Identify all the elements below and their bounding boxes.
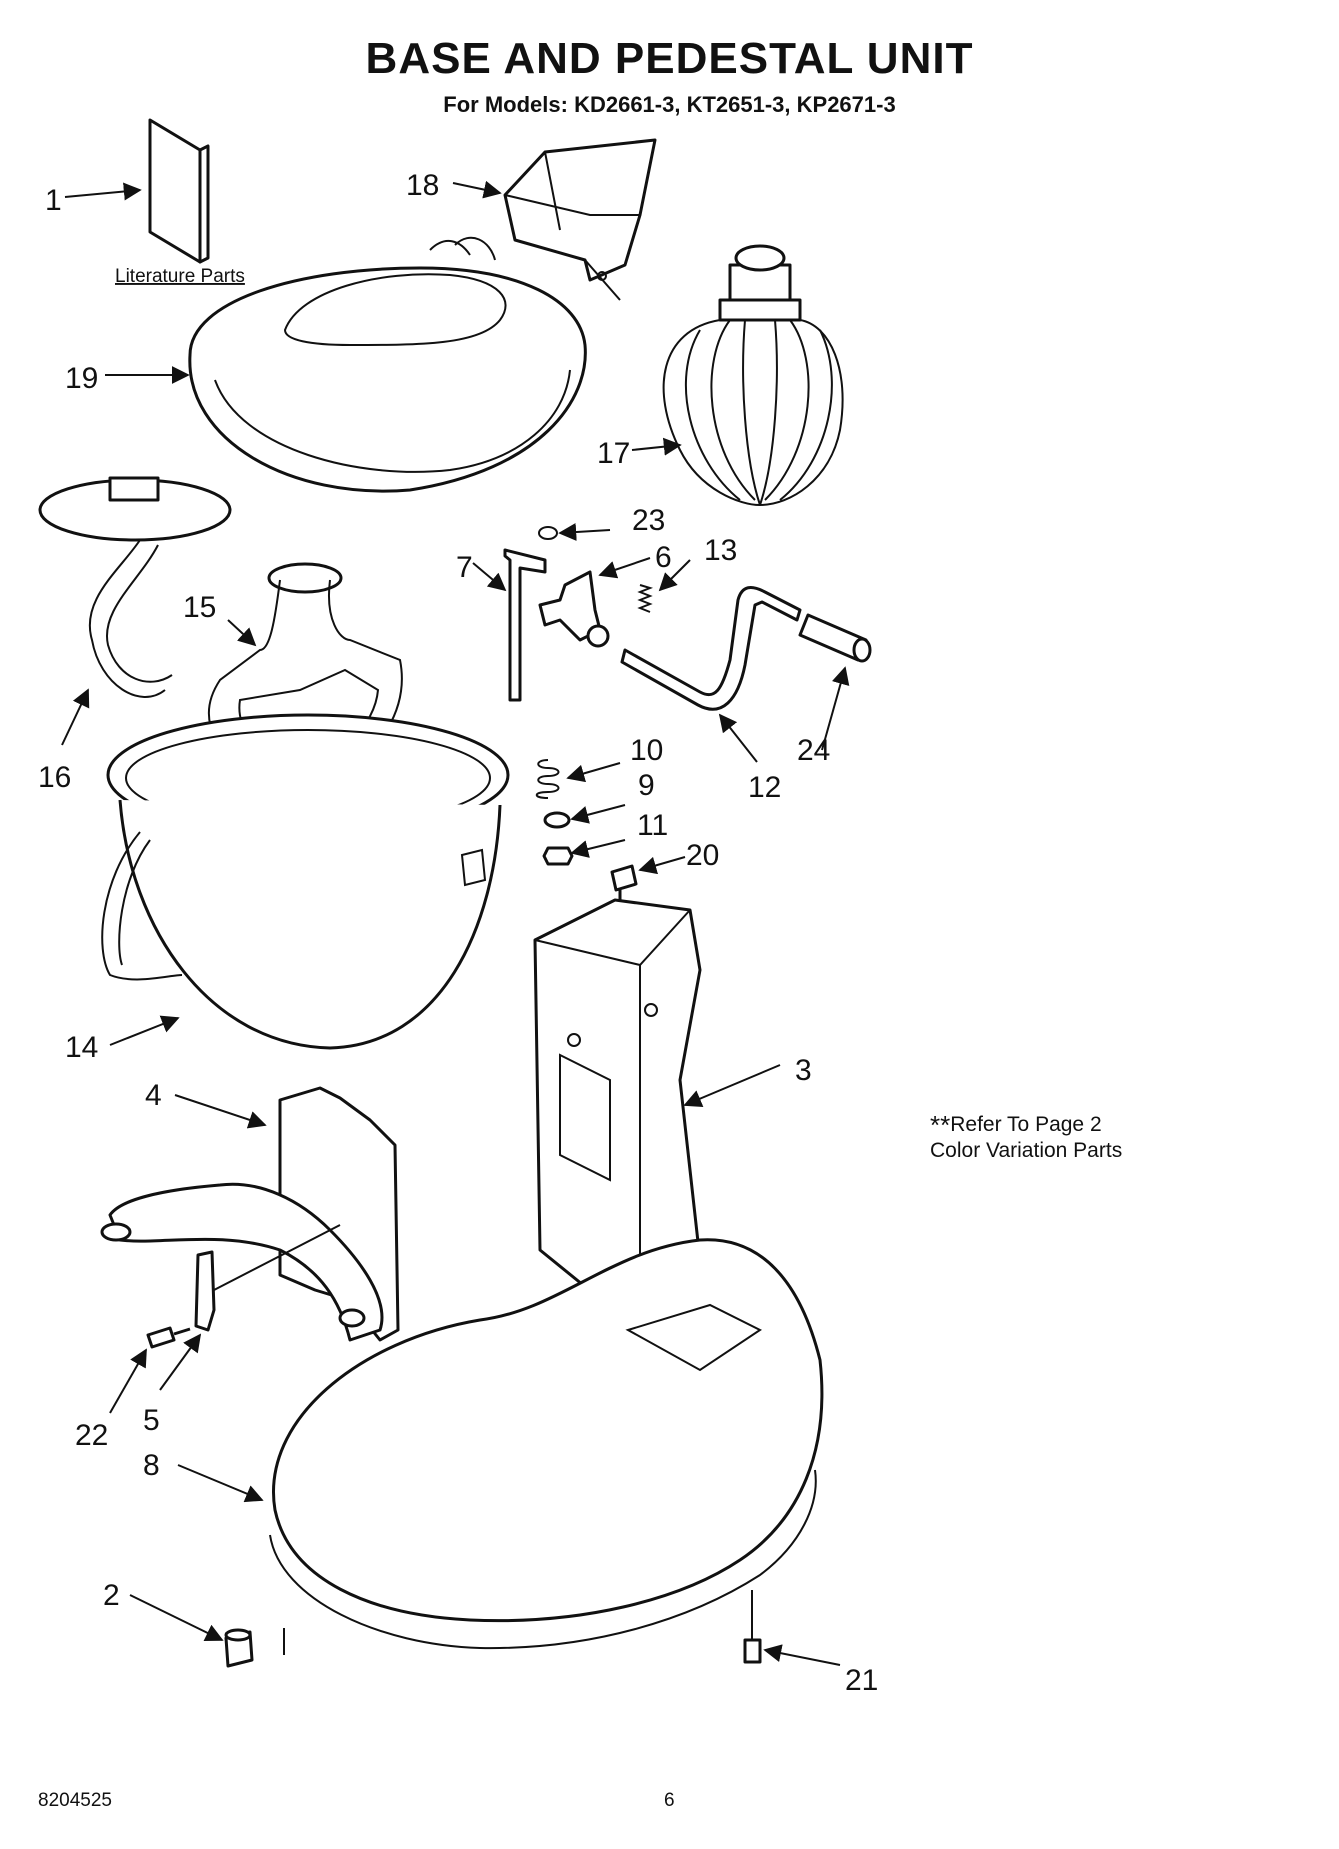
screw-21-part — [743, 1638, 762, 1664]
callout-16: 16 — [38, 761, 71, 794]
pouring-shield-part — [188, 236, 587, 493]
callout-6: 6 — [655, 541, 672, 574]
mixing-bowl-part — [101, 713, 510, 1050]
page-title: BASE AND PEDESTAL UNIT — [365, 34, 974, 83]
callout-11: 11 — [637, 809, 668, 842]
literature-booklet-part — [148, 118, 210, 264]
lock-bracket-part — [538, 570, 610, 648]
dough-hook-part — [38, 476, 232, 698]
note-asterisks: ** — [930, 1110, 951, 1140]
callout-1: 1 — [45, 184, 62, 217]
callout-21: 21 — [845, 1664, 878, 1697]
spring-10-part — [535, 759, 560, 799]
literature-parts-label: Literature Parts — [115, 266, 245, 287]
callout-18: 18 — [406, 169, 439, 202]
callout-22: 22 — [75, 1419, 108, 1452]
nut-part — [542, 846, 574, 866]
rubber-foot-part — [224, 1628, 254, 1668]
callout-12: 12 — [748, 771, 781, 804]
callout-9: 9 — [638, 769, 655, 802]
callout-7: 7 — [456, 551, 473, 584]
callout-17: 17 — [597, 437, 630, 470]
callout-3: 3 — [795, 1054, 812, 1087]
callout-8: 8 — [143, 1449, 160, 1482]
retaining-ring-part — [538, 526, 558, 540]
bowl-clip-part — [194, 1250, 216, 1332]
hinge-pin-part — [503, 548, 547, 702]
callout-numbers: 1 2 3 4 5 6 7 8 9 10 11 12 13 14 15 16 1… — [38, 169, 878, 1697]
screw-22-part — [146, 1326, 191, 1349]
document-number: 8204525 — [38, 1790, 112, 1811]
bowl-support-part — [100, 1086, 400, 1342]
callout-24: 24 — [797, 734, 830, 767]
spring-13-part — [637, 584, 654, 613]
callout-19: 19 — [65, 362, 98, 395]
callout-5: 5 — [143, 1404, 160, 1437]
note-line-1: Refer To Page 2 — [950, 1113, 1102, 1136]
callout-4: 4 — [145, 1079, 162, 1112]
models-subtitle: For Models: KD2661-3, KT2651-3, KP2671-3 — [443, 92, 896, 117]
callout-14: 14 — [65, 1031, 98, 1064]
wire-whip-part — [662, 244, 844, 507]
callout-10: 10 — [630, 734, 663, 767]
handle-grip-part — [798, 613, 872, 663]
washer-part — [543, 811, 571, 829]
callout-13: 13 — [704, 534, 737, 567]
crank-lever-part — [620, 586, 802, 711]
note-line-2: Color Variation Parts — [930, 1139, 1123, 1162]
mixer-base-part — [269, 1238, 824, 1650]
page-number: 6 — [664, 1790, 675, 1811]
leader-arrows — [61, 180, 850, 1666]
color-variation-note: **Refer To Page 2 Color Variation Parts — [930, 1112, 1122, 1164]
callout-2: 2 — [103, 1579, 120, 1612]
callout-23: 23 — [632, 504, 665, 537]
pouring-chute-part — [503, 138, 657, 301]
callout-15: 15 — [183, 591, 216, 624]
callout-20: 20 — [686, 839, 719, 872]
